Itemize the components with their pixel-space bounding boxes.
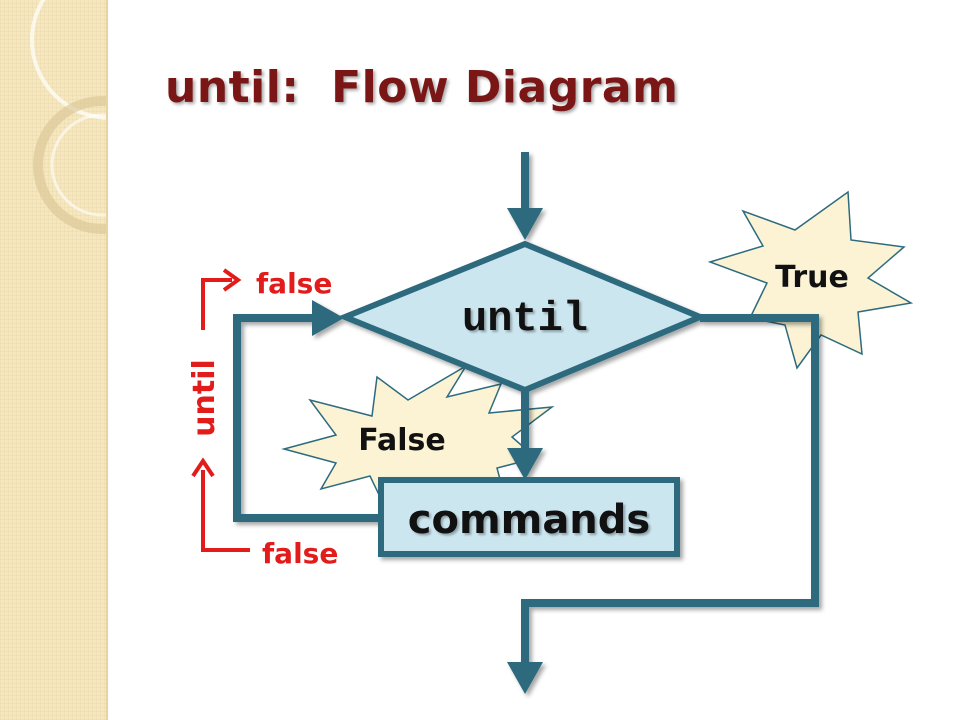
commands-box — [378, 477, 680, 557]
annotation-bracket-bottom — [201, 470, 250, 552]
false-label: False — [358, 423, 445, 458]
true-exit-line — [521, 314, 819, 664]
until-decision-diamond — [337, 240, 708, 394]
annotation-false-top: false — [256, 267, 332, 300]
true-label: True — [775, 260, 849, 295]
slide-title: until: Flow Diagram — [165, 62, 679, 113]
annotation-until-side: until — [187, 359, 222, 437]
true-starburst — [707, 190, 914, 370]
annotation-false-bottom: false — [262, 537, 338, 570]
loop-annotation — [191, 268, 250, 552]
decorative-sidebar — [0, 0, 108, 720]
loop-back-line — [233, 314, 390, 522]
loop-back-arrowhead — [312, 300, 344, 336]
sidebar-circles-decoration — [30, 0, 106, 234]
commands-label: commands — [408, 497, 650, 543]
entry-arrowhead — [507, 208, 543, 240]
false-down-arrowhead — [507, 448, 543, 480]
annotation-arrowhead-bottom — [191, 457, 215, 478]
annotation-bracket-top — [201, 278, 232, 330]
annotation-arrowhead-top — [222, 268, 242, 292]
until-condition-label: until — [462, 295, 588, 343]
exit-arrowhead — [507, 662, 543, 694]
